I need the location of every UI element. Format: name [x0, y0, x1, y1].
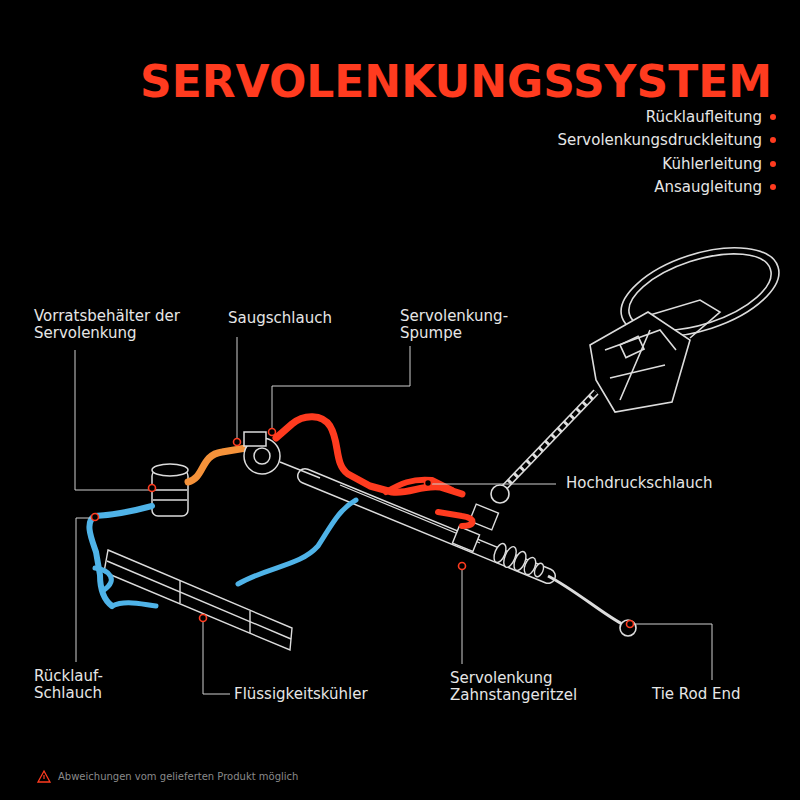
reservoir-body: [152, 470, 188, 516]
tie-rod-end: [620, 620, 636, 636]
callout-dot: [269, 429, 276, 436]
rack-housing: [305, 476, 548, 576]
reservoir-detail: [153, 499, 187, 501]
warning-mark: [43, 775, 44, 779]
steering-wheel: [590, 231, 790, 412]
column-detail: [605, 330, 676, 400]
callout-label: Servolenkung Zahnstangeritzel: [450, 670, 635, 704]
callout-label: Tie Rod End: [652, 686, 741, 703]
reservoir-cap: [152, 464, 188, 476]
column-detail: [620, 336, 644, 357]
footnote: Abweichungen vom gelieferten Produkt mög…: [58, 771, 298, 782]
callout-dot: [627, 621, 634, 628]
leader-line: [272, 346, 410, 430]
reservoir: [152, 464, 188, 516]
legend-text: Ansaugleitung: [654, 178, 762, 196]
pressure-hose: [386, 480, 452, 492]
rack-boot: [492, 542, 546, 578]
legend-item: Ansaugleitung: [557, 176, 776, 200]
return-hose: [89, 506, 152, 606]
cooler-body: [104, 550, 292, 650]
callout-dot: [200, 615, 207, 622]
cooler-hose: [238, 500, 356, 584]
column-housing: [590, 312, 690, 412]
warning-triangle: [38, 771, 50, 782]
pressure-hose: [276, 417, 462, 494]
boot-ring: [533, 562, 546, 578]
leader-line: [75, 350, 150, 490]
fluid-cooler: [104, 550, 292, 650]
cooler-hose: [95, 568, 111, 590]
callout-dot: [459, 563, 466, 570]
callout-label: Vorratsbehälter der Servolenkung: [34, 308, 184, 342]
warning-icon: [38, 771, 50, 782]
universal-joint: [491, 485, 509, 503]
pump-bracket: [280, 462, 320, 478]
leader-line: [462, 568, 463, 664]
leader-line: [76, 518, 93, 662]
suction-hose: [188, 448, 246, 482]
legend-swatch: [770, 114, 776, 120]
pressure-hose: [438, 512, 473, 526]
leader-line: [430, 484, 556, 485]
callout-dots: [92, 429, 634, 628]
tie-rod: [548, 576, 622, 624]
callout-label: Rücklauf- Schlauch: [34, 668, 124, 702]
legend-swatch: [770, 161, 776, 167]
cooler-fin: [179, 581, 180, 603]
legend-swatch: [770, 137, 776, 143]
callout-dot: [234, 439, 241, 446]
pump-pulley: [254, 448, 270, 464]
callout-label: Hochdruckschlauch: [566, 475, 713, 492]
legend-item: Servolenkungsdruckleitung: [557, 129, 776, 153]
rack-housing: [305, 476, 548, 576]
callout-dot: [92, 514, 99, 521]
leader-lines: [75, 337, 712, 694]
legend-item: Kühlerleitung: [557, 152, 776, 176]
legend-text: Rücklaufleitung: [646, 108, 762, 126]
legend-text: Servolenkungsdruckleitung: [557, 131, 762, 149]
callout-dot: [149, 485, 156, 492]
callout-label: Servolenkung- Spumpe: [400, 308, 525, 342]
pump-head: [244, 432, 266, 446]
return-hose: [112, 603, 156, 606]
leader-line: [203, 620, 230, 694]
legend: RücklaufleitungServolenkungsdruckleitung…: [557, 105, 776, 199]
title: SERVOLENKUNGSSYSTEM: [140, 56, 772, 107]
legend-item: Rücklaufleitung: [557, 105, 776, 129]
callout-dot: [425, 480, 432, 487]
pump: [244, 432, 320, 478]
leader-line: [632, 624, 712, 680]
pinion-housing: [452, 527, 479, 552]
callout-label: Flüssigkeitskühler: [234, 686, 368, 703]
hoses: [89, 417, 472, 606]
callout-label: Saugschlauch: [228, 310, 332, 327]
leader-line: [237, 337, 238, 440]
valve-housing: [470, 504, 499, 530]
legend-text: Kühlerleitung: [662, 155, 762, 173]
legend-swatch: [770, 184, 776, 190]
reservoir-detail: [153, 489, 187, 491]
cooler-fin: [249, 611, 250, 633]
